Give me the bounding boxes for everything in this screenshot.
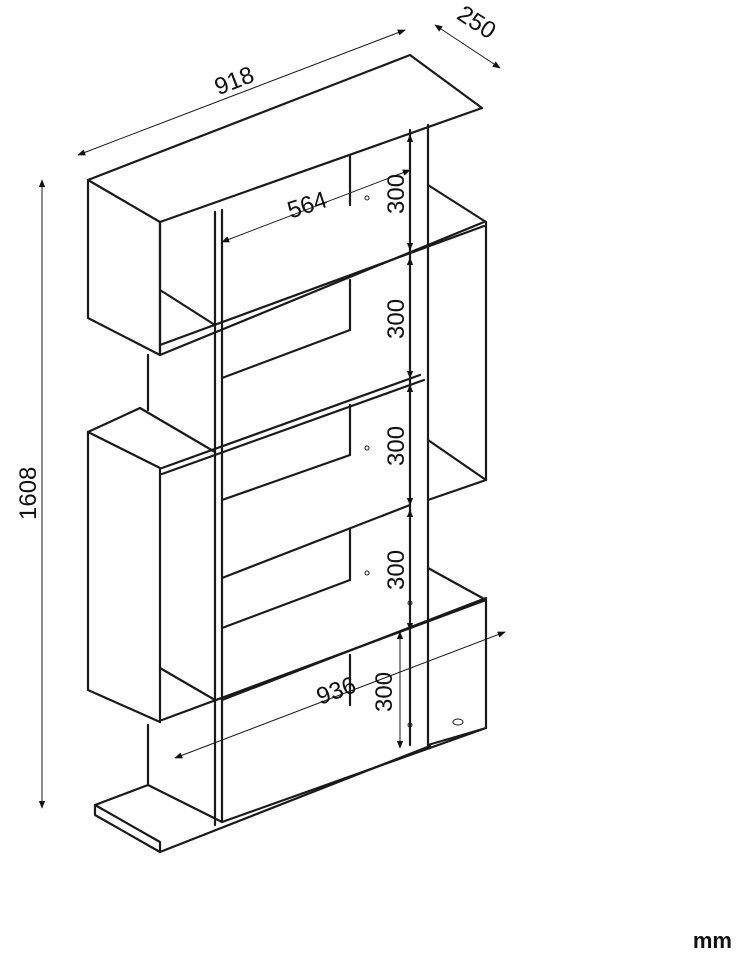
dim-label-shelf-spacing-3: 300 [383,426,410,466]
dim-label-shelf-spacing-4: 300 [383,550,410,590]
dim-label-height: 1608 [15,467,42,520]
unit-label: mm [692,928,732,953]
dim-label-inner-width: 564 [284,186,330,224]
dim-label-shelf-spacing-1: 300 [383,174,410,214]
dimension-lines [38,24,506,809]
dim-label-shelf-spacing-2: 300 [383,299,410,339]
dim-label-base-width: 936 [313,672,360,711]
dim-label-shelf-spacing-5: 300 [371,672,398,712]
dim-label-depth: 250 [452,0,500,44]
dim-label-total-width: 918 [211,61,258,101]
bookshelf-outline [86,53,488,854]
